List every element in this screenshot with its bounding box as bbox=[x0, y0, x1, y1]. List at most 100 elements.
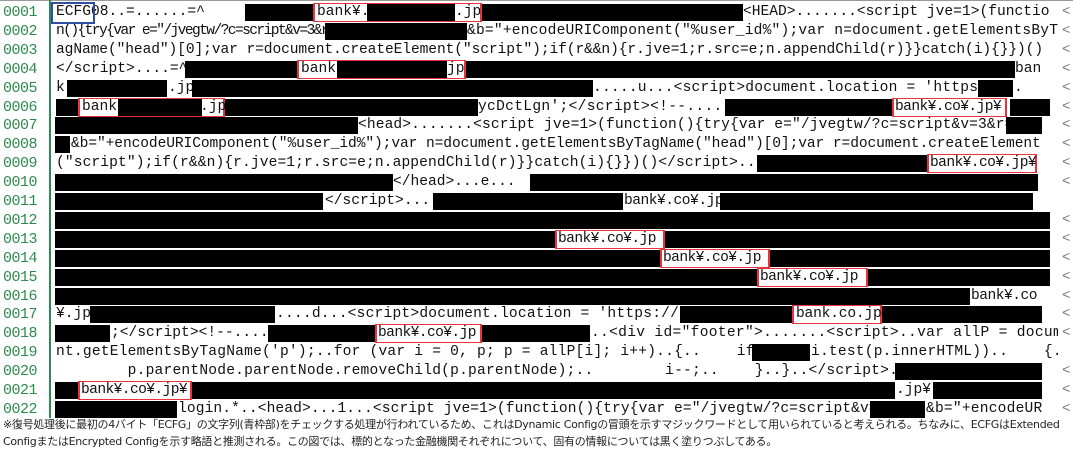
redaction bbox=[1006, 117, 1042, 134]
line-text: ;</script><!--.... bbox=[111, 325, 269, 341]
redaction bbox=[55, 136, 70, 153]
line-continuation-marker: < bbox=[1062, 231, 1071, 247]
redaction bbox=[55, 231, 555, 248]
line-continuation-marker: < bbox=[1062, 61, 1071, 77]
line-text: &b="+encodeURIComponent("%user_id%");var… bbox=[467, 23, 1058, 39]
line-text: &b="+encodeURIComponent("%user_id%");var… bbox=[71, 136, 1041, 152]
text-line: 0004 </script>....=^ bank jp ban < bbox=[0, 60, 1073, 79]
line-continuation-marker: < bbox=[1062, 42, 1071, 58]
line-number: 0012 bbox=[3, 212, 38, 229]
redaction bbox=[192, 382, 895, 399]
line-number: 0022 bbox=[3, 401, 38, 418]
text-line: 0003 agName("head")[0];var r=document.cr… bbox=[0, 41, 1073, 60]
line-text: bank¥.co¥.jp¥ bbox=[895, 99, 1002, 115]
redaction bbox=[55, 193, 323, 210]
line-number: 0009 bbox=[3, 155, 38, 172]
text-line: 0010 </head>...e... < bbox=[0, 173, 1073, 192]
line-text: bank¥.co¥.jp bbox=[663, 250, 762, 266]
redaction bbox=[245, 4, 313, 21]
line-text: </script>.... bbox=[325, 193, 439, 209]
line-continuation-marker: < bbox=[1062, 401, 1071, 417]
line-continuation-marker: < bbox=[1062, 269, 1071, 285]
line-continuation-marker: < bbox=[1062, 136, 1071, 152]
line-text: .....u...<script>document.location = 'ht… bbox=[593, 80, 1006, 96]
text-line: 0006 bank .jp ycDctLgn';</script><!--...… bbox=[0, 98, 1073, 117]
bank-domain-highlight: bank¥.co¥.jp bbox=[757, 268, 868, 287]
text-line: 0007 <head>.......<script jve=1>(functio… bbox=[0, 116, 1073, 135]
line-text: p.parentNode.parentNode.removeChild(p.pa… bbox=[56, 363, 925, 379]
line-continuation-marker: < bbox=[1062, 174, 1071, 190]
bank-domain-highlight: bank¥.co¥.jp bbox=[555, 230, 665, 249]
line-continuation-marker: < bbox=[1062, 363, 1071, 379]
bank-domain-highlight: bank¥.co¥.jp¥ bbox=[927, 154, 1037, 173]
redaction bbox=[530, 174, 1038, 191]
line-number: 0013 bbox=[3, 231, 38, 248]
redaction bbox=[55, 212, 1050, 229]
bank-domain-highlight: bank¥.co¥.jp¥ bbox=[78, 381, 192, 400]
text-line: 0012 < bbox=[0, 211, 1073, 230]
line-number: 0014 bbox=[3, 250, 38, 267]
bank-domain-highlight: bank¥.co¥.jp bbox=[660, 249, 770, 268]
line-number: 0019 bbox=[3, 344, 38, 361]
top-border bbox=[0, 0, 1073, 1]
line-continuation-marker: < bbox=[1062, 212, 1071, 228]
line-text: bank¥. bbox=[317, 4, 370, 20]
line-text: bank.co.jp bbox=[796, 306, 882, 322]
line-number: 0017 bbox=[3, 306, 38, 323]
line-text: <HEAD>.......<script jve=1>(functio bbox=[743, 4, 1050, 20]
line-text: login.*..<head>...1...<script jve=1>(fun… bbox=[178, 401, 896, 417]
line-text: .jp bbox=[455, 4, 482, 20]
redaction bbox=[367, 4, 455, 21]
text-line: 0022 login.*..<head>...1...<script jve=1… bbox=[0, 400, 1073, 419]
redaction bbox=[770, 250, 1050, 267]
redaction bbox=[118, 99, 202, 116]
bank-domain-highlight: bank.co.jp bbox=[792, 305, 882, 324]
redaction bbox=[185, 61, 297, 78]
text-line: 0014 bank¥.co¥.jp < bbox=[0, 249, 1073, 268]
line-continuation-marker: < bbox=[1062, 306, 1071, 322]
line-number: 0003 bbox=[3, 42, 38, 59]
figure-caption-line-1: ※復号処理後に最初の4バイト「ECFG」の文字列(青枠部)をチェックする処理が行… bbox=[3, 418, 1060, 431]
line-text: bank¥.co¥.jp bbox=[760, 269, 859, 285]
redaction bbox=[225, 99, 478, 116]
line-text: .jp bbox=[200, 99, 227, 115]
line-text: i.test(p.innerHTML)).. {.. bbox=[811, 344, 1058, 360]
line-text: bank¥.co¥.jp¥ bbox=[81, 382, 188, 398]
text-line: 0015 bank¥.co¥.jp < bbox=[0, 268, 1073, 287]
text-line: 0008 &b="+encodeURIComponent("%user_id%"… bbox=[0, 135, 1073, 154]
line-text: ¥.jp bbox=[56, 306, 92, 322]
redaction bbox=[55, 401, 177, 418]
line-number: 0004 bbox=[3, 61, 38, 78]
redaction bbox=[665, 231, 1050, 248]
line-text: bank¥.co¥.jp bbox=[378, 325, 477, 341]
line-continuation-marker: < bbox=[1062, 382, 1071, 398]
redaction bbox=[55, 174, 393, 191]
redaction bbox=[757, 155, 927, 172]
line-text: ban bbox=[1015, 61, 1042, 77]
text-line: 0013 bank¥.co¥.jp < bbox=[0, 230, 1073, 249]
line-number: 0008 bbox=[3, 136, 38, 153]
line-text: &b="+encodeUR bbox=[926, 401, 1043, 417]
line-text: </script>....=^ bbox=[56, 61, 188, 77]
line-text: nt.getElementsByTagName('p');..for (var … bbox=[56, 344, 773, 360]
bank-domain-highlight: bank jp bbox=[297, 60, 466, 79]
line-text: . bbox=[1014, 80, 1023, 96]
redaction bbox=[55, 269, 757, 286]
bank-domain-highlight: bank¥.co¥.jp¥ bbox=[892, 98, 1007, 117]
redaction bbox=[725, 99, 892, 116]
redaction bbox=[466, 61, 1015, 78]
line-text: bank¥.co¥.jp bbox=[624, 193, 724, 209]
text-line: 0009 ("script");if(r&&n){r.jve=1;r.src=e… bbox=[0, 154, 1073, 173]
redaction bbox=[56, 99, 78, 116]
line-number: 0001 bbox=[3, 4, 38, 21]
text-line: 0002 n(){try{var e="/jvegtw/?c=script&v=… bbox=[0, 22, 1073, 41]
line-text: ycDctLgn';</script><!--.... bbox=[478, 99, 723, 115]
line-number: 0002 bbox=[3, 23, 38, 40]
redaction bbox=[680, 306, 792, 323]
text-line: 0019 nt.getElementsByTagName('p');..for … bbox=[0, 343, 1073, 362]
redaction bbox=[870, 401, 925, 418]
magic-word-highlight-box bbox=[51, 2, 95, 24]
redaction bbox=[337, 61, 447, 78]
redaction bbox=[325, 23, 467, 40]
